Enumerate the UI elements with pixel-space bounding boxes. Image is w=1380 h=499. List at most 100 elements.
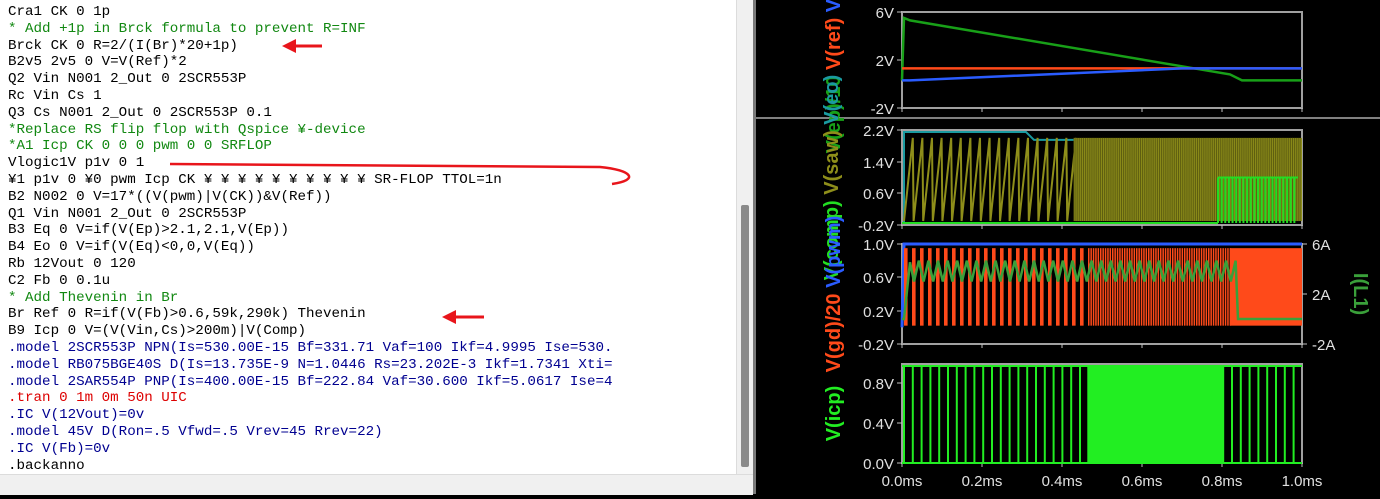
- y-tick-label: 0.4V: [863, 416, 894, 433]
- netlist-editor[interactable]: Cra1 CK 0 1p* Add +1p in Brck formula to…: [0, 0, 736, 474]
- netlist-line[interactable]: *A1 Icp CK 0 0 0 pwm 0 0 SRFLOP: [8, 138, 272, 155]
- netlist-line[interactable]: B2 N002 0 V=17*((V(pwm)|V(CK))&V(Ref)): [8, 188, 332, 205]
- gd-pulse: [1124, 248, 1126, 326]
- trace-label[interactable]: V(comp): [821, 200, 843, 280]
- gd-pulse: [1224, 248, 1227, 326]
- gd-pulse: [1100, 248, 1102, 326]
- netlist-line[interactable]: Rc Vin Cs 1: [8, 87, 102, 104]
- gd-pulse: [1176, 248, 1179, 326]
- gd-pulse: [1016, 248, 1020, 326]
- trace-label[interactable]: V(ref): [823, 18, 845, 70]
- netlist-line[interactable]: .backanno: [8, 457, 85, 474]
- gd-pulse: [1024, 248, 1028, 326]
- netlist-line[interactable]: Br Ref 0 R=if(V(Fb)>0.6,59k,290k) Theven…: [8, 306, 366, 323]
- netlist-line[interactable]: ¥1 p1v 0 ¥0 pwm Icp CK ¥ ¥ ¥ ¥ ¥ ¥ ¥ ¥ ¥…: [8, 171, 502, 188]
- gd-pulse: [1133, 248, 1136, 326]
- gd-pulse: [1112, 248, 1114, 326]
- gd-pulse: [1109, 248, 1112, 326]
- gd-pulse: [1114, 248, 1116, 326]
- gd-pulse: [1155, 248, 1157, 326]
- netlist-line[interactable]: * Add Thevenin in Br: [8, 289, 179, 306]
- netlist-line[interactable]: * Add +1p in Brck formula to prevent R=I…: [8, 20, 366, 37]
- editor-vertical-scrollbar[interactable]: [736, 0, 754, 474]
- netlist-line[interactable]: Q3 Cs N001 2_Out 0 2SCR553P 0.1: [8, 104, 272, 121]
- y-tick-label: 0.6V: [863, 270, 894, 287]
- gd-pulse: [1116, 248, 1119, 326]
- editor-horizontal-scrollbar[interactable]: [0, 474, 753, 495]
- trace-label[interactable]: V(fb): [823, 0, 845, 12]
- gd-pulse: [936, 248, 940, 326]
- gd-pulse: [1080, 248, 1084, 326]
- netlist-line[interactable]: .tran 0 1m 0m 50n UIC: [8, 390, 187, 407]
- gd-pulse: [944, 248, 948, 326]
- netlist-line[interactable]: .model 2SCR553P NPN(Is=530.00E-15 Bf=331…: [8, 339, 613, 356]
- gd-pulse: [1097, 248, 1100, 326]
- netlist-line[interactable]: .IC V(12Vout)=0v: [8, 407, 145, 424]
- scrollbar-thumb[interactable]: [741, 205, 749, 467]
- netlist-line[interactable]: .model 45V D(Ron=.5 Vfwd=.5 Vrev=45 Rrev…: [8, 423, 383, 440]
- trace-ep: [900, 16, 1302, 82]
- y-tick-label: 1.0V: [863, 237, 894, 254]
- netlist-line[interactable]: .model RB075BGE40S D(Is=13.735E-9 N=1.04…: [8, 356, 613, 373]
- pane-2[interactable]: 2.2V1.4V0.6V-0.2VV(comp) V(saw) V(eo): [821, 75, 1303, 281]
- gd-pulse: [968, 248, 972, 326]
- right-trace-legend: I(L1): [1349, 273, 1371, 315]
- gd-pulse: [1162, 248, 1164, 326]
- netlist-line[interactable]: *Replace RS flip flop with Qspice ¥-devi…: [8, 121, 366, 138]
- trace-label[interactable]: V(ep)/10: [823, 76, 845, 154]
- trace-legend: V(icp): [823, 386, 845, 442]
- netlist-line[interactable]: Cra1 CK 0 1p: [8, 4, 111, 20]
- gd-pulse: [1128, 248, 1131, 326]
- gd-pulse: [1227, 248, 1229, 326]
- netlist-line[interactable]: C2 Fb 0 0.1u: [8, 272, 111, 289]
- netlist-line[interactable]: Q1 Vin N001 2_Out 0 2SCR553P: [8, 205, 247, 222]
- gd-pulse: [1107, 248, 1109, 326]
- x-tick-label: 0.2ms: [962, 473, 1003, 490]
- gd-pulse: [1203, 248, 1205, 326]
- netlist-line[interactable]: B2v5 2v5 0 V=V(Ref)*2: [8, 54, 187, 71]
- gd-pulse: [1126, 248, 1128, 326]
- gd-pulse: [1136, 248, 1138, 326]
- trace-label[interactable]: V(gd)/20: [823, 293, 845, 372]
- gd-pulse: [920, 248, 924, 326]
- gd-pulse: [960, 248, 964, 326]
- gd-pulse: [1088, 248, 1090, 326]
- netlist-line[interactable]: Brck CK 0 R=2/(I(Br)*20+1p): [8, 37, 238, 54]
- gd-pulse: [1172, 248, 1174, 326]
- trace-pwm: [900, 242, 1302, 328]
- netlist-line[interactable]: B3 Eq 0 V=if(V(Ep)>2.1,2.1,V(Ep)): [8, 222, 289, 239]
- trace-label[interactable]: V(eo): [821, 75, 843, 125]
- y-tick-label: 0.6V: [863, 186, 894, 203]
- trace-label[interactable]: V(saw): [821, 130, 843, 194]
- trace-label[interactable]: I(L1): [1349, 273, 1371, 315]
- trace-label[interactable]: V(pwm): [823, 216, 845, 288]
- netlist-line[interactable]: B9 Icp 0 V=(V(Vin,Cs)>200m)|V(Comp): [8, 323, 306, 340]
- netlist-line[interactable]: B4 Eo 0 V=if(V(Eq)<0,0,V(Eq)): [8, 239, 255, 256]
- gd-pulse: [1072, 248, 1076, 326]
- trace-saw: [903, 137, 1077, 222]
- gd-pulse: [1210, 248, 1212, 326]
- gd-pulse: [1048, 248, 1052, 326]
- netlist-line[interactable]: Rb 12Vout 0 120: [8, 255, 136, 272]
- gd-pulse: [1205, 248, 1208, 326]
- gd-pulse: [1119, 248, 1121, 326]
- netlist-line[interactable]: Q2 Vin N001 2_Out 0 2SCR553P: [8, 71, 247, 88]
- pane-4[interactable]: 0.8V0.4V0.0VV(icp): [823, 363, 1303, 473]
- gd-pulse: [1212, 248, 1215, 326]
- y-tick-label: -0.2V: [858, 218, 894, 235]
- trace-label[interactable]: V(icp): [823, 386, 845, 442]
- plot-frame: [901, 11, 1303, 109]
- netlist-line[interactable]: .IC V(Fb)=0v: [8, 440, 111, 457]
- x-tick-label: 0.6ms: [1122, 473, 1163, 490]
- gd-pulse: [1131, 248, 1133, 326]
- netlist-line[interactable]: Vlogic1V p1v 0 1: [8, 155, 145, 172]
- netlist-line[interactable]: .model 2SAR554P PNP(Is=400.00E-15 Bf=222…: [8, 373, 613, 390]
- gd-pulse: [1090, 248, 1092, 326]
- pane-divider[interactable]: [753, 0, 756, 494]
- gd-pulse: [1092, 248, 1095, 326]
- gd-pulse: [1174, 248, 1176, 326]
